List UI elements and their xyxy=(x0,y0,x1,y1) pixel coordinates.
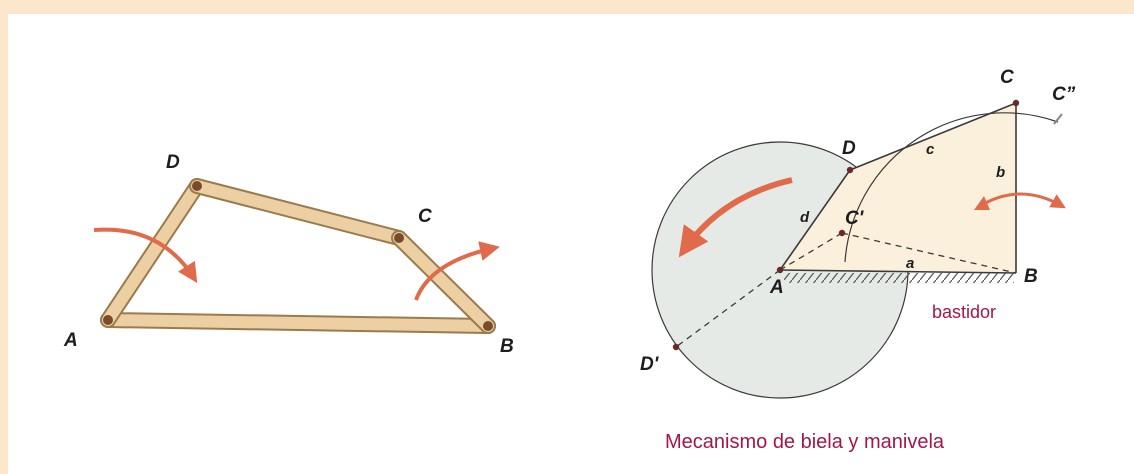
point-C-double-prime-tick xyxy=(1053,113,1063,125)
rotation-arrow-left-icon xyxy=(93,227,198,284)
pivot-A xyxy=(103,315,113,325)
label-C-right: C xyxy=(1000,67,1014,88)
ground-hatch xyxy=(784,273,1014,283)
bar-CB xyxy=(391,230,496,334)
link-d xyxy=(779,169,851,271)
left-linkage: A B C D xyxy=(63,152,514,357)
label-a: a xyxy=(906,255,914,272)
link-c xyxy=(849,102,1017,171)
point-D xyxy=(846,166,854,174)
triangle-region xyxy=(780,103,1016,273)
pivot-C xyxy=(394,233,404,243)
label-C-prime: C' xyxy=(845,208,865,229)
point-A xyxy=(776,266,784,274)
label-B-right: B xyxy=(1024,266,1038,287)
label-A: A xyxy=(63,330,78,351)
pivot-B xyxy=(483,321,493,331)
bar-AB xyxy=(100,312,496,334)
label-A-right: A xyxy=(769,277,784,298)
link-a xyxy=(779,269,1017,274)
figure-caption: Mecanismo de biela y manivela xyxy=(665,431,945,453)
point-C-prime xyxy=(838,229,846,237)
label-C: C xyxy=(418,206,432,227)
bar-DC xyxy=(189,178,407,246)
label-D-prime: D' xyxy=(640,354,660,375)
frame-label: bastidor xyxy=(932,302,996,322)
rotation-arrow-right-icon xyxy=(414,241,500,301)
right-mechanism: A B C C” C' D D' a b c d bastidor Mecani… xyxy=(640,67,1076,453)
oscillation-arrow-start-icon xyxy=(974,196,990,210)
label-d: d xyxy=(800,209,810,226)
label-D-right: D xyxy=(842,138,856,159)
label-D: D xyxy=(166,152,180,173)
dashed-AC-prime xyxy=(779,232,843,271)
dashed-C-prime-B xyxy=(841,232,1017,274)
crank-rotation-arrow-icon xyxy=(678,177,793,258)
label-B: B xyxy=(500,336,514,357)
oscillation-arrow-icon xyxy=(979,192,1066,209)
point-D-prime xyxy=(672,343,680,351)
label-C-double-prime: C” xyxy=(1052,84,1076,105)
pivot-D xyxy=(192,181,202,191)
label-c: c xyxy=(926,141,935,158)
label-b: b xyxy=(996,164,1005,181)
bar-AD xyxy=(100,178,205,328)
coupler-arc xyxy=(844,112,1059,263)
point-C xyxy=(1012,99,1020,107)
